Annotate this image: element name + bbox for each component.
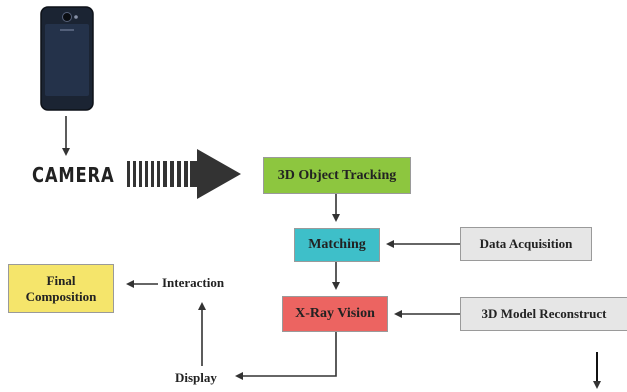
node-3d-model-reconstruct: 3D Model Reconstruct bbox=[460, 297, 627, 331]
node-final-composition: Final Composition bbox=[8, 264, 114, 313]
phone-icon bbox=[40, 6, 94, 111]
xray-to-display-arrow bbox=[235, 332, 337, 380]
node-data-acquisition: Data Acquisition bbox=[460, 227, 592, 261]
big-arrow-icon bbox=[127, 149, 241, 199]
node-3d-object-tracking: 3D Object Tracking bbox=[263, 157, 411, 194]
node-matching: Matching bbox=[294, 228, 380, 262]
camera-label: CAMERA bbox=[32, 163, 115, 187]
node-xray-vision: X-Ray Vision bbox=[282, 296, 388, 332]
interaction-label: Interaction bbox=[162, 275, 225, 290]
display-label: Display bbox=[175, 370, 217, 385]
